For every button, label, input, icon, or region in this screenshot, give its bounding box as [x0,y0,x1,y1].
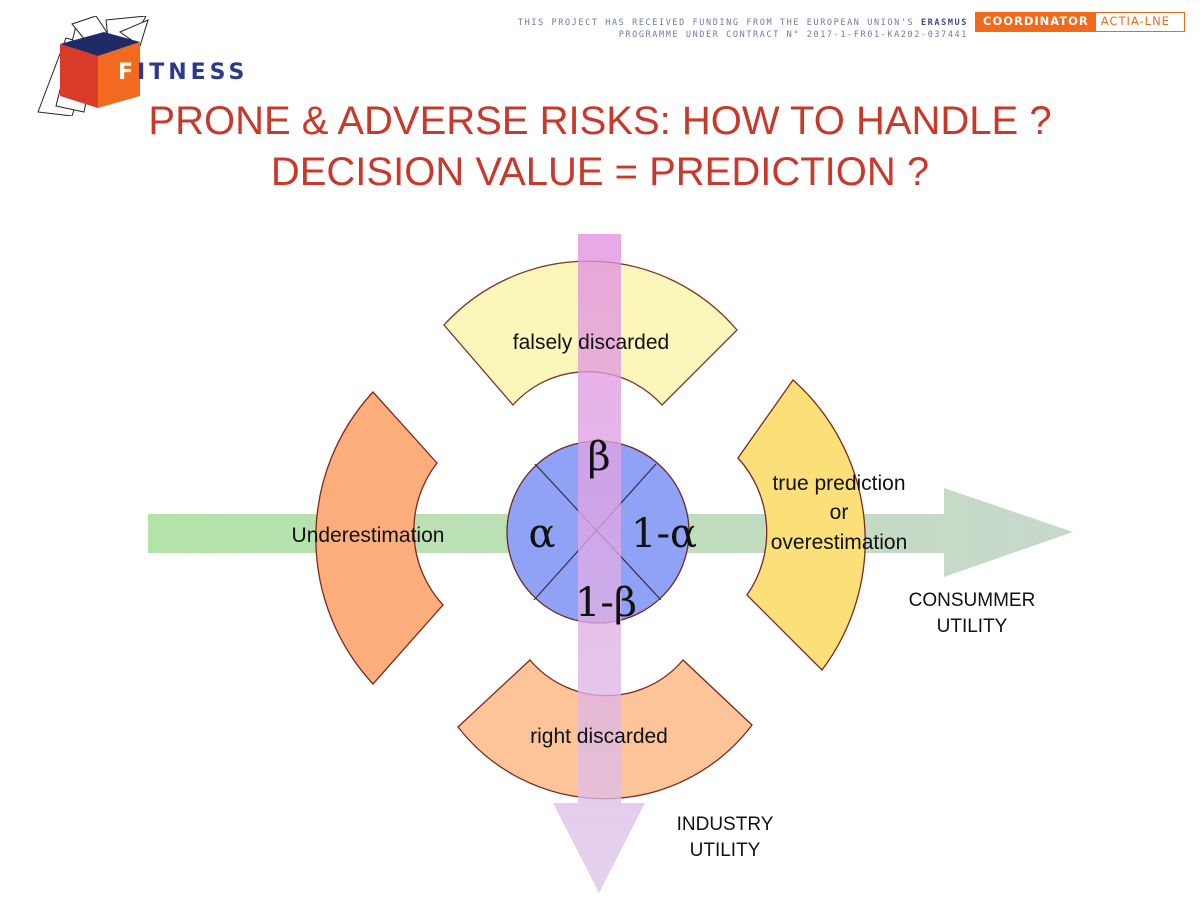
funding-line-1: THIS PROJECT HAS RECEIVED FUNDING FROM T… [517,18,915,28]
logo-wordmark-rest: ITNESS [137,60,249,85]
industry-utility-arrow [553,234,645,893]
left-sector-label: Underestimation [292,524,445,547]
fitness-logo-icon [37,16,149,116]
right-sector-label-1: true prediction [772,472,905,495]
coordinator-name: ACTIA-LNE [1100,14,1170,28]
industry-utility-label-2: UTILITY [690,840,761,861]
one-minus-beta-label: 1-β [575,580,637,626]
beta-label: β [587,434,610,480]
funding-line-2: PROGRAMME UNDER CONTRACT N° 2017-1-FR01-… [618,30,968,40]
alpha-label: α [528,511,555,557]
funding-erasmus: ERASMUS [920,18,968,28]
bottom-sector-label: right discarded [530,725,668,748]
funding-notice: THIS PROJECT HAS RECEIVED FUNDING FROM T… [430,17,968,41]
logo-wordmark: FITNESS [118,60,248,85]
coordinator-label: COORDINATOR [976,13,1096,31]
consumer-utility-label-1: CONSUMMER [909,590,1036,611]
one-minus-alpha-label: 1-α [631,511,697,557]
right-sector-label-2: or [830,501,849,524]
industry-utility-label-1: INDUSTRY [677,814,774,835]
logo-letter-f: F [118,60,138,85]
top-sector-label: falsely discarded [513,331,669,354]
right-sector-label-3: overestimation [771,531,908,554]
coordinator-badge: COORDINATOR ACTIA-LNE [975,12,1185,32]
right-sector [737,379,866,671]
consumer-utility-label-2: UTILITY [937,616,1008,637]
slide-title-line-2: DECISION VALUE = PREDICTION ? [270,150,930,194]
left-sector [315,391,444,685]
slide-title-line-1: PRONE & ADVERSE RISKS: HOW TO HANDLE ? [148,99,1052,143]
